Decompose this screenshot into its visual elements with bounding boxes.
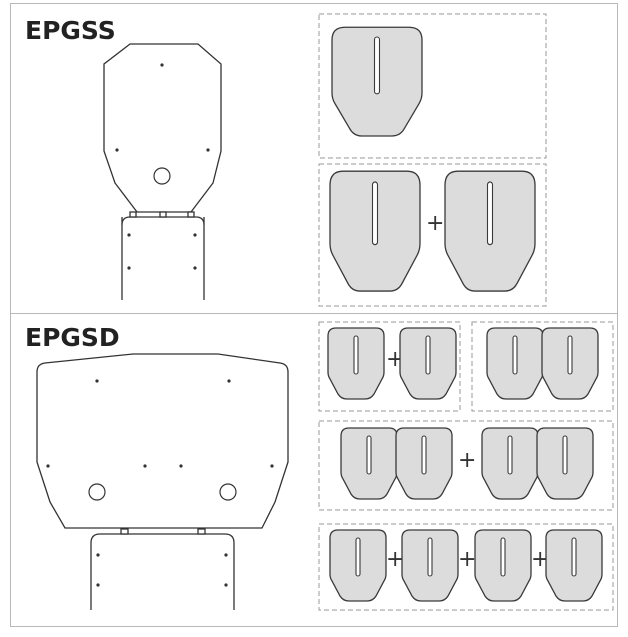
charger-shield [541,327,599,400]
epgss-option-pair-frame [318,163,547,307]
epgsd-board-outline [36,353,289,529]
epgss-post-hole [193,233,197,237]
epgsd-cable-hole [219,483,237,501]
epgsd-post-hole [96,583,100,587]
charger-shield [331,26,423,137]
charger-shield [486,327,544,400]
plus-sign: + [426,211,444,236]
epgss-hole [206,148,210,152]
epgsd-clamp-right [197,528,206,535]
epgsd-cable-hole [88,483,106,501]
epgss-option-single-frame [318,13,547,159]
charger-shield [481,427,539,500]
epgsd-post-hole [224,553,228,557]
epgss-hole [160,63,164,67]
epgss-drawing [103,43,222,300]
charger-shield [327,327,385,400]
charger-shield [340,427,398,500]
charger-shield [395,427,453,500]
charger-shield [444,170,536,292]
epgss-title: EPGSS [25,16,116,45]
charger-shield [329,529,387,602]
plus-sign: + [386,547,404,572]
charger-shield [329,170,421,292]
epgss-post-top [121,216,205,226]
epgsd-hole [46,464,50,468]
epgsd-options: + + [318,321,614,611]
epgss-clamp-right [187,211,195,218]
charger-shield [474,529,532,602]
epgss-post-hole [193,266,197,270]
epgss-board-outline [103,43,222,213]
epgsd-hole [95,379,99,383]
plus-sign: + [458,547,476,572]
epgsd-hole [227,379,231,383]
epgsd-drawing [36,353,289,610]
epgss-cable-hole [153,167,171,185]
plus-sign: + [458,448,476,473]
charger-shield [545,529,603,602]
epgsd-title: EPGSD [25,323,120,352]
epgsd-option-2plus2-frame [318,420,614,511]
epgsd-post-hole [96,553,100,557]
epgsd-clamp-left [120,528,129,535]
epgsd-hole [179,464,183,468]
plus-sign: + [531,547,549,572]
epgsd-hole [143,464,147,468]
epgsd-option-pair-frame [471,321,614,412]
epgsd-hole [270,464,274,468]
epgss-options: + [318,13,547,307]
charger-shield [536,427,594,500]
epgsd-option-1plus1-frame [318,321,461,412]
epgsd-post-hole [224,583,228,587]
epgss-clamp-mid [159,211,167,218]
charger-shield [401,529,459,602]
epgss-hole [115,148,119,152]
epgsd-option-4x1-frame [318,523,614,611]
epgss-post-hole [127,233,131,237]
charger-shield [399,327,457,400]
epgss-post-hole [127,266,131,270]
epgsd-post-top [90,533,235,544]
epgss-clamp-left [129,211,137,218]
